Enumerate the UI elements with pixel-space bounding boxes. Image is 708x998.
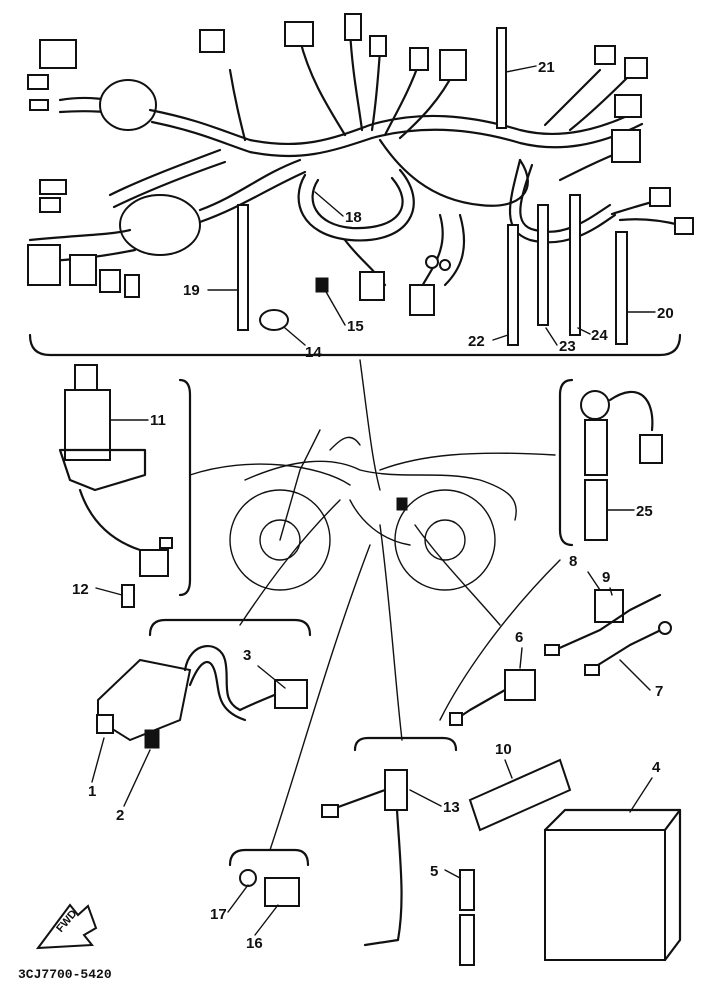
callout-22: 22 bbox=[468, 333, 485, 350]
callout-21: 21 bbox=[538, 59, 555, 76]
relays bbox=[449, 589, 672, 726]
callout-17: 17 bbox=[210, 906, 227, 923]
callout-labels: 1 2 3 4 5 6 7 8 9 10 11 12 13 14 15 16 1… bbox=[72, 59, 674, 952]
callout-20: 20 bbox=[657, 305, 674, 322]
harness-bracket bbox=[28, 333, 682, 357]
callout-11: 11 bbox=[150, 412, 166, 429]
callout-16: 16 bbox=[246, 935, 263, 952]
callout-5: 5 bbox=[430, 863, 438, 880]
callout-8: 8 bbox=[569, 553, 577, 570]
battery bbox=[459, 758, 682, 966]
callout-9: 9 bbox=[602, 569, 610, 586]
callout-12: 12 bbox=[72, 581, 89, 598]
fwd-arrow-icon: FWD bbox=[35, 903, 98, 950]
callout-15: 15 bbox=[347, 318, 364, 335]
callout-23: 23 bbox=[559, 338, 576, 355]
cable-ties bbox=[237, 27, 628, 346]
motorcycle-outline bbox=[229, 429, 517, 591]
main-switch bbox=[58, 364, 192, 608]
ignition-coil bbox=[96, 618, 312, 749]
diagram-code: 3CJ7700-5420 bbox=[18, 967, 112, 982]
leader-lines bbox=[189, 359, 561, 851]
callout-14: 14 bbox=[305, 344, 322, 361]
neutral-switch bbox=[321, 736, 458, 947]
callout-leaders bbox=[91, 65, 656, 936]
callout-7: 7 bbox=[655, 683, 663, 700]
callout-10: 10 bbox=[495, 741, 512, 758]
callout-18: 18 bbox=[345, 209, 362, 226]
callout-13: 13 bbox=[443, 799, 460, 816]
callout-6: 6 bbox=[515, 629, 523, 646]
callout-19: 19 bbox=[183, 282, 200, 299]
thermo-unit bbox=[228, 848, 310, 907]
callout-25: 25 bbox=[636, 503, 653, 520]
clamp-14 bbox=[259, 277, 329, 331]
callout-4: 4 bbox=[652, 759, 661, 776]
callout-1: 1 bbox=[88, 783, 96, 800]
connector-25 bbox=[558, 378, 663, 547]
callout-3: 3 bbox=[243, 647, 251, 664]
callout-24: 24 bbox=[591, 327, 608, 344]
wire-harness bbox=[27, 13, 694, 316]
callout-2: 2 bbox=[116, 807, 124, 824]
